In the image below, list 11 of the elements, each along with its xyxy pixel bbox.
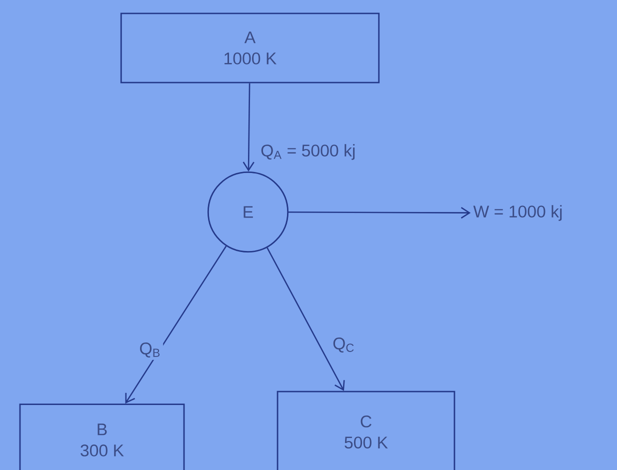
edge-label: Q$_{C}$	[330, 335, 358, 355]
arrow	[288, 206, 471, 219]
arrow	[266, 247, 345, 391]
arrow	[125, 246, 227, 404]
edge-label: Q$_{A}$ = 5000 kj	[258, 142, 358, 162]
arrow	[242, 83, 254, 172]
edge-label: Q$_{B}$	[136, 340, 164, 360]
box: B 300 K	[19, 404, 185, 470]
box: A 1000 K	[120, 12, 380, 84]
work-label: W = 1000 kj	[473, 205, 562, 221]
box: C 500 K	[276, 390, 456, 470]
